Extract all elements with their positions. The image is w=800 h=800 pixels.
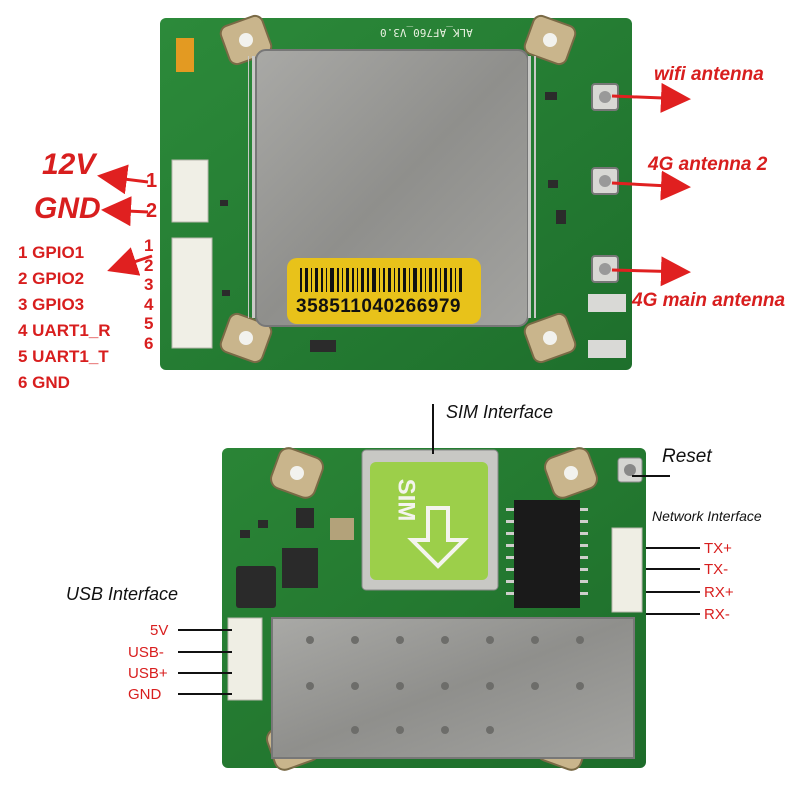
sim-interface-label: SIM Interface bbox=[446, 402, 554, 422]
gpio-pin-label: 6 GND bbox=[18, 373, 70, 392]
power-12v-label: 12V bbox=[42, 148, 96, 181]
gpio-header-num: 1 bbox=[144, 236, 154, 255]
usb-pin-plus: USB+ bbox=[128, 665, 168, 682]
gpio-header-num: 5 bbox=[144, 314, 154, 333]
network-pin-rx-plus: RX+ bbox=[704, 584, 734, 601]
gpio-header-num: 6 bbox=[144, 333, 154, 353]
gpio-header-num: 4 bbox=[144, 294, 154, 314]
reset-label: Reset bbox=[662, 446, 712, 467]
usb-pin-minus: USB- bbox=[128, 644, 164, 661]
sim-card-label: SIM bbox=[392, 478, 420, 522]
usb-pin-gnd: GND bbox=[128, 686, 162, 703]
4g-main-antenna-label: 4G main antenna bbox=[632, 290, 786, 311]
network-interface-label: Network Interface bbox=[652, 508, 762, 524]
gpio-header-num: 3 bbox=[144, 275, 154, 294]
gpio-pin-label: 5 UART1_T bbox=[18, 347, 109, 366]
network-pin-tx-minus: TX- bbox=[704, 561, 729, 578]
top-pcb-board bbox=[160, 14, 632, 370]
power-pin-2-number: 2 bbox=[146, 200, 158, 222]
top-board-arrows bbox=[97, 82, 691, 287]
bottom-board-lines bbox=[178, 404, 700, 695]
usb-interface-label: USB Interface bbox=[66, 584, 179, 604]
power-gnd-label: GND bbox=[34, 192, 101, 225]
gpio-pin-label: 1 GPIO1 bbox=[18, 243, 85, 262]
gpio-header-num: 2 bbox=[144, 255, 154, 275]
board-silkscreen: ALK_AF760_V3.0 bbox=[380, 26, 473, 39]
4g-antenna-2-label: 4G antenna 2 bbox=[648, 154, 768, 175]
gpio-header-numbers: 1 2 3 4 5 6 bbox=[144, 236, 153, 353]
network-pin-rx-minus: RX- bbox=[704, 606, 730, 623]
network-pin-tx-plus: TX+ bbox=[704, 540, 732, 557]
wifi-antenna-label: wifi antenna bbox=[654, 64, 764, 85]
imei-barcode-number: 358511040266979 bbox=[296, 296, 461, 317]
gpio-pin-label: 4 UART1_R bbox=[18, 321, 111, 340]
power-pin-1-number: 1 bbox=[146, 170, 158, 192]
gpio-pin-list: 1 GPIO1 2 GPIO2 3 GPIO3 4 UART1_R 5 UART… bbox=[18, 240, 111, 396]
gpio-pin-label: 3 GPIO3 bbox=[18, 295, 85, 314]
gpio-pin-label: 2 GPIO2 bbox=[18, 269, 85, 288]
usb-pin-5v: 5V bbox=[150, 622, 169, 639]
bottom-pcb-board bbox=[222, 447, 646, 771]
